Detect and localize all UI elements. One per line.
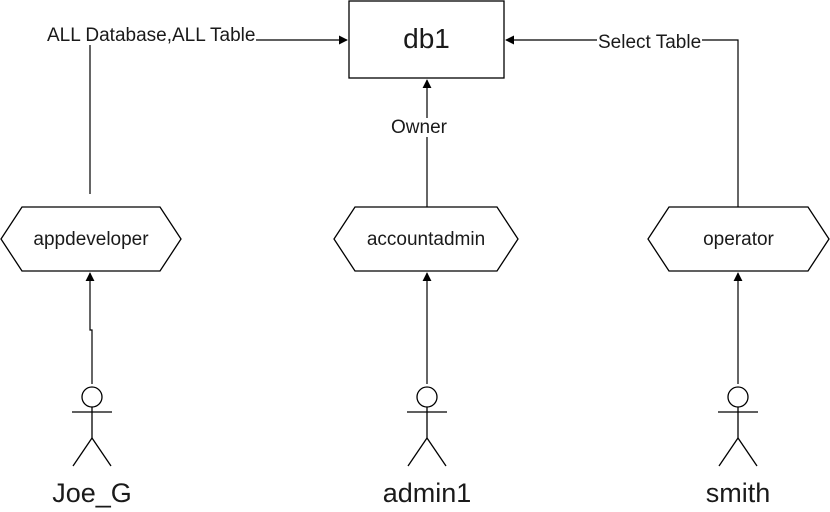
db1-box[interactable] bbox=[348, 0, 505, 79]
user-admin1-label: admin1 bbox=[382, 478, 472, 508]
accountadmin-label: accountadmin bbox=[366, 229, 486, 250]
accountadmin-node[interactable] bbox=[333, 206, 519, 272]
edge-label-all-database-all-table: ALL Database,ALL Table bbox=[46, 25, 257, 46]
edge-operator-db1 bbox=[505, 35, 739, 207]
edge-appdeveloper-db1 bbox=[89, 35, 348, 194]
operator-label: operator bbox=[703, 229, 774, 250]
operator-node[interactable] bbox=[647, 206, 830, 272]
appdeveloper-label: appdeveloper bbox=[33, 229, 149, 250]
user-actor-icon[interactable] bbox=[718, 386, 758, 467]
edge-label-select-table: Select Table bbox=[597, 32, 703, 53]
db1-label: db1 bbox=[403, 23, 450, 54]
edge-label-owner: Owner bbox=[390, 117, 448, 138]
edge-joe-appdeveloper bbox=[85, 272, 95, 384]
appdeveloper-node[interactable] bbox=[0, 206, 182, 272]
user-actor-icon[interactable] bbox=[407, 386, 447, 467]
user-actor-icon[interactable] bbox=[72, 386, 112, 467]
user-joe-g-label: Joe_G bbox=[52, 478, 132, 508]
user-smith-label: smith bbox=[705, 478, 771, 508]
